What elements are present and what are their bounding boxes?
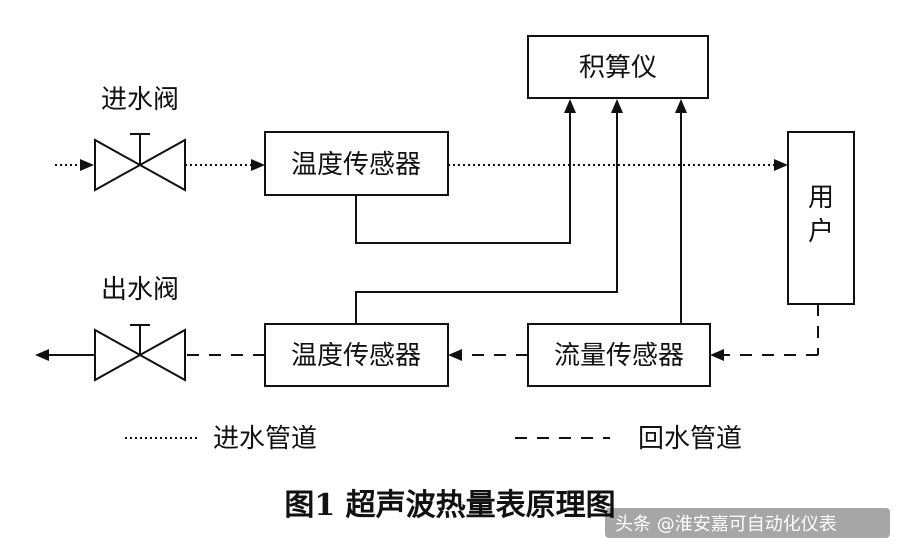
flow-sensor-block: 流量传感器 xyxy=(527,323,711,387)
legend-inlet-label: 进水管道 xyxy=(213,424,317,454)
inlet-valve-label: 进水阀 xyxy=(101,85,179,115)
watermark: 头条 @淮安嘉可自动化仪表 xyxy=(605,508,890,538)
temp-sensor-bottom-block: 温度传感器 xyxy=(264,323,449,387)
integrator-block: 积算仪 xyxy=(527,35,709,99)
legend-return-label: 回水管道 xyxy=(638,424,742,454)
integrator-label: 积算仪 xyxy=(579,53,657,83)
temp-sensor-top-block: 温度传感器 xyxy=(264,131,449,196)
legend: 进水管道 回水管道 xyxy=(125,424,742,454)
signal-lines xyxy=(355,99,687,324)
user-label-line2: 户 xyxy=(808,217,834,247)
user-label-line1: 用 xyxy=(808,183,834,213)
inlet-valve: 进水阀 xyxy=(94,85,186,192)
flow-sensor-label: 流量传感器 xyxy=(554,341,684,371)
inlet-pipe-line xyxy=(55,159,788,171)
temp-sensor-bottom-label: 温度传感器 xyxy=(291,341,421,371)
outlet-valve-label: 出水阀 xyxy=(101,275,179,305)
temp-sensor-top-label: 温度传感器 xyxy=(291,150,421,180)
outlet-valve: 出水阀 xyxy=(94,275,186,382)
user-block: 用 户 用户 xyxy=(787,131,855,305)
watermark-text: 头条 @淮安嘉可自动化仪表 xyxy=(615,514,837,535)
return-pipe-line xyxy=(35,304,819,361)
figure-caption: 图1 超声波热量表原理图 xyxy=(284,488,615,523)
